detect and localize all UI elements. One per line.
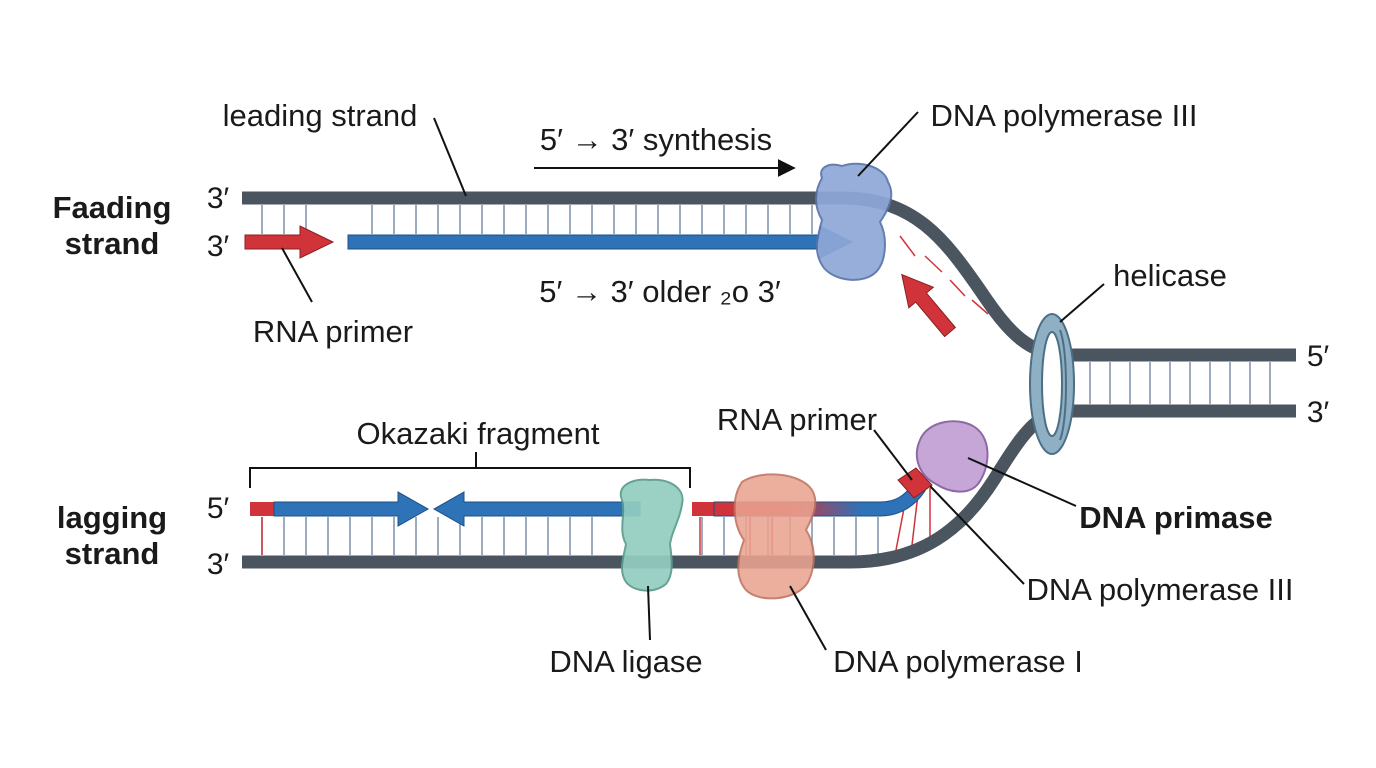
fork-primer-base-pair <box>924 255 943 273</box>
leader-dna-ligase <box>647 585 651 641</box>
lagging-primer-remnant <box>692 502 714 516</box>
fork-primer-base-pair <box>949 279 966 297</box>
primer-base-pair <box>911 493 919 546</box>
leader-dna-primase <box>967 457 1077 507</box>
label-dna-ligase: DNA ligase <box>549 644 702 679</box>
dna-primase <box>915 420 989 493</box>
label-dna-pol1: DNA polymerase I <box>833 644 1083 679</box>
leader-leading-strand <box>433 117 467 197</box>
label-rna-primer-top: RNA primer <box>253 314 413 349</box>
label-dna-pol3-bottom: DNA polymerase III <box>1026 572 1293 607</box>
side-label-lagging-2: strand <box>65 536 160 571</box>
leading-rna-primer-arrow <box>244 225 335 259</box>
leader-rna-primer-top <box>281 247 313 303</box>
label-dna-primase: DNA primase <box>1079 500 1273 535</box>
label-synthesis-mid: 5′ → 3′ older ₂o 3′ <box>539 274 781 309</box>
side-label-leading-1: Faading <box>53 190 172 225</box>
dna-ligase <box>619 478 684 592</box>
lagging-rna-primer-segment <box>897 467 933 499</box>
end-lag-top: 5′ <box>207 492 230 525</box>
end-lead-bottom: 3′ <box>207 230 230 263</box>
base-pair-rungs <box>261 205 1271 555</box>
primer-base-pairs <box>261 235 989 555</box>
leader-dna-pol1 <box>789 585 827 651</box>
leading-new-strand-arrow <box>347 225 854 259</box>
label-helicase: helicase <box>1113 258 1227 293</box>
end-lead-top: 3′ <box>207 182 230 215</box>
leader-dna-pol3-top <box>857 111 919 177</box>
label-synthesis-top: 5′ → 3′ synthesis <box>540 122 772 157</box>
end-lag-bottom: 3′ <box>207 548 230 581</box>
label-leading-strand: leading strand <box>223 98 418 133</box>
side-label-lagging-1: lagging <box>57 500 167 535</box>
label-rna-primer-bottom: RNA primer <box>717 402 877 437</box>
fork-primer-base-pair <box>899 235 916 257</box>
okazaki-bracket <box>249 452 691 488</box>
fork-primer-base-pair <box>971 299 989 315</box>
okazaki-primer-left <box>250 502 274 516</box>
leader-lines <box>281 111 1105 651</box>
fork-primer-arrow <box>901 273 957 338</box>
side-label-leading-2: strand <box>65 226 160 261</box>
dna-polymerase-iii-top <box>815 162 893 281</box>
okazaki-fragment-arrow-left <box>432 491 641 527</box>
label-okazaki-fragment: Okazaki fragment <box>357 416 600 451</box>
leader-rna-primer-bottom <box>873 429 913 481</box>
end-parent-top: 5′ <box>1307 340 1330 373</box>
helicase <box>1029 313 1075 455</box>
okazaki-fragment-arrow-right <box>273 491 430 527</box>
dna-polymerase-i <box>733 473 817 600</box>
label-dna-pol3-top: DNA polymerase III <box>930 98 1197 133</box>
leader-helicase <box>1059 283 1105 323</box>
leader-dna-pol3-bottom <box>929 485 1025 585</box>
end-parent-bottom: 3′ <box>1307 396 1330 429</box>
